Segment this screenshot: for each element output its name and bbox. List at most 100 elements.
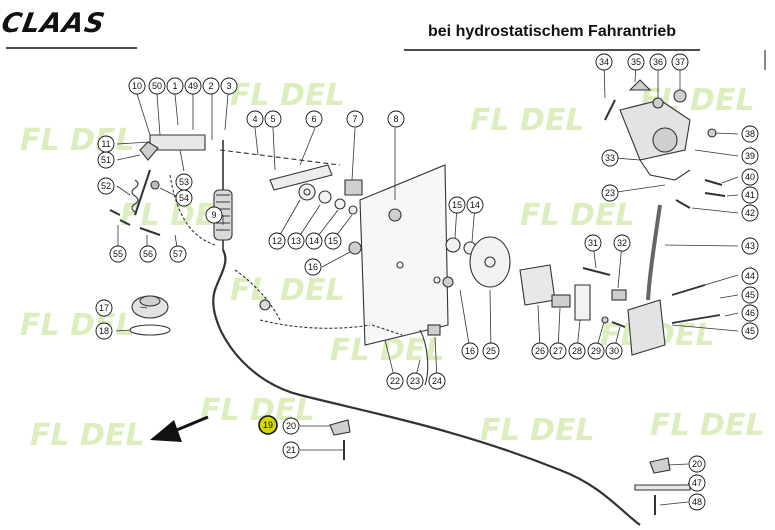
mounting-plate-8 [359, 164, 449, 346]
part-callout[interactable]: 26 [531, 342, 549, 360]
callout-circle [649, 53, 667, 71]
part-callout[interactable]: 28 [568, 342, 586, 360]
part-callout[interactable]: 27 [549, 342, 567, 360]
part-callout[interactable]: 33 [601, 149, 619, 167]
callout-circle [97, 177, 115, 195]
part-callout[interactable]: 14 [466, 196, 484, 214]
part-callout[interactable]: 52 [97, 177, 115, 195]
part-callout[interactable]: 38 [741, 125, 759, 143]
watermark-text: FL DEL [650, 408, 765, 443]
part-callout[interactable]: 51 [97, 151, 115, 169]
part-callout[interactable]: 8 [387, 110, 405, 128]
part-callout[interactable]: 7 [346, 110, 364, 128]
part-callout[interactable]: 9 [205, 206, 223, 224]
part-callout[interactable]: 20 [282, 417, 300, 435]
callout-circle [741, 237, 759, 255]
part-callout[interactable]: 45 [741, 322, 759, 340]
callout-circle [671, 53, 689, 71]
callout-circle [268, 232, 286, 250]
pin-56 [139, 227, 161, 236]
part-callout[interactable]: 48 [688, 493, 706, 511]
callout-circle [304, 258, 322, 276]
callout-circle [568, 342, 586, 360]
part-callout[interactable]: 11 [97, 135, 115, 153]
part-callout[interactable]: 57 [169, 245, 187, 263]
callout-circle [549, 342, 567, 360]
callout-circle [741, 286, 759, 304]
part-callout[interactable]: 14 [305, 232, 323, 250]
callout-circle [386, 372, 404, 390]
part-callout[interactable]: 36 [649, 53, 667, 71]
part-callout[interactable]: 16 [304, 258, 322, 276]
callout-number: 42 [745, 208, 755, 218]
part-callout[interactable]: 18 [95, 322, 113, 340]
part-callout[interactable]: 32 [613, 234, 631, 252]
part-callout[interactable]: 13 [287, 232, 305, 250]
part-callout[interactable]: 5 [264, 110, 282, 128]
part-callout[interactable]: 21 [282, 441, 300, 459]
part-callout[interactable]: 42 [741, 204, 759, 222]
part-callout[interactable]: 44 [741, 267, 759, 285]
part-callout[interactable]: 43 [741, 237, 759, 255]
callout-circle [148, 77, 166, 95]
rod-46 [671, 314, 721, 324]
part-callout[interactable]: 19 [258, 415, 278, 435]
callout-circle [531, 342, 549, 360]
callout-number: 53 [179, 177, 189, 187]
part-callout[interactable]: 31 [584, 234, 602, 252]
callout-circle [128, 77, 146, 95]
part-callout[interactable]: 3 [220, 77, 238, 95]
wire-23 [419, 329, 429, 386]
part-callout[interactable]: 29 [587, 342, 605, 360]
part-callout[interactable]: 55 [109, 245, 127, 263]
part-callout[interactable]: 49 [184, 77, 202, 95]
cable-clip [259, 299, 271, 311]
part-callout[interactable]: 15 [448, 196, 466, 214]
part-callout[interactable]: 37 [671, 53, 689, 71]
part-callout[interactable]: 20 [688, 455, 706, 473]
callout-number: 50 [152, 81, 162, 91]
part-callout[interactable]: 24 [428, 372, 446, 390]
part-callout[interactable]: 46 [741, 304, 759, 322]
spacer-27 [551, 294, 571, 308]
part-callout[interactable]: 41 [741, 186, 759, 204]
part-callout[interactable]: 30 [605, 342, 623, 360]
part-callout[interactable]: 34 [595, 53, 613, 71]
part-callout[interactable]: 50 [148, 77, 166, 95]
nut-36 [652, 97, 664, 109]
callout-number: 54 [179, 193, 189, 203]
callout-number: 26 [535, 346, 545, 356]
cable-dashed [234, 269, 281, 321]
part-callout[interactable]: 25 [482, 342, 500, 360]
part-callout[interactable]: 56 [139, 245, 157, 263]
part-callout[interactable]: 53 [175, 173, 193, 191]
part-callout[interactable]: 23 [406, 372, 424, 390]
part-callout[interactable]: 22 [386, 372, 404, 390]
part-callout[interactable]: 54 [175, 189, 193, 207]
part-callout[interactable]: 40 [741, 168, 759, 186]
part-callout[interactable]: 47 [688, 474, 706, 492]
part-callout[interactable]: 1 [166, 77, 184, 95]
watermark-text: FL DEL [20, 123, 135, 158]
part-callout[interactable]: 12 [268, 232, 286, 250]
part-callout[interactable]: 10 [128, 77, 146, 95]
part-callout[interactable]: 23 [601, 184, 619, 202]
callout-number: 55 [113, 249, 123, 259]
part-callout[interactable]: 35 [627, 53, 645, 71]
part-callout[interactable]: 17 [95, 299, 113, 317]
part-callout[interactable]: 4 [246, 110, 264, 128]
part-callout[interactable]: 6 [305, 110, 323, 128]
callout-circle [688, 493, 706, 511]
callout-number: 24 [432, 376, 442, 386]
part-callout[interactable]: 39 [741, 147, 759, 165]
spring-rod [134, 169, 151, 216]
callout-number: 36 [653, 57, 663, 67]
callout-circle [461, 342, 479, 360]
callout-circle [741, 304, 759, 322]
callout-circle [166, 77, 184, 95]
part-callout[interactable]: 45 [741, 286, 759, 304]
part-callout[interactable]: 2 [202, 77, 220, 95]
part-callout[interactable]: 16 [461, 342, 479, 360]
part-callout[interactable]: 15 [324, 232, 342, 250]
